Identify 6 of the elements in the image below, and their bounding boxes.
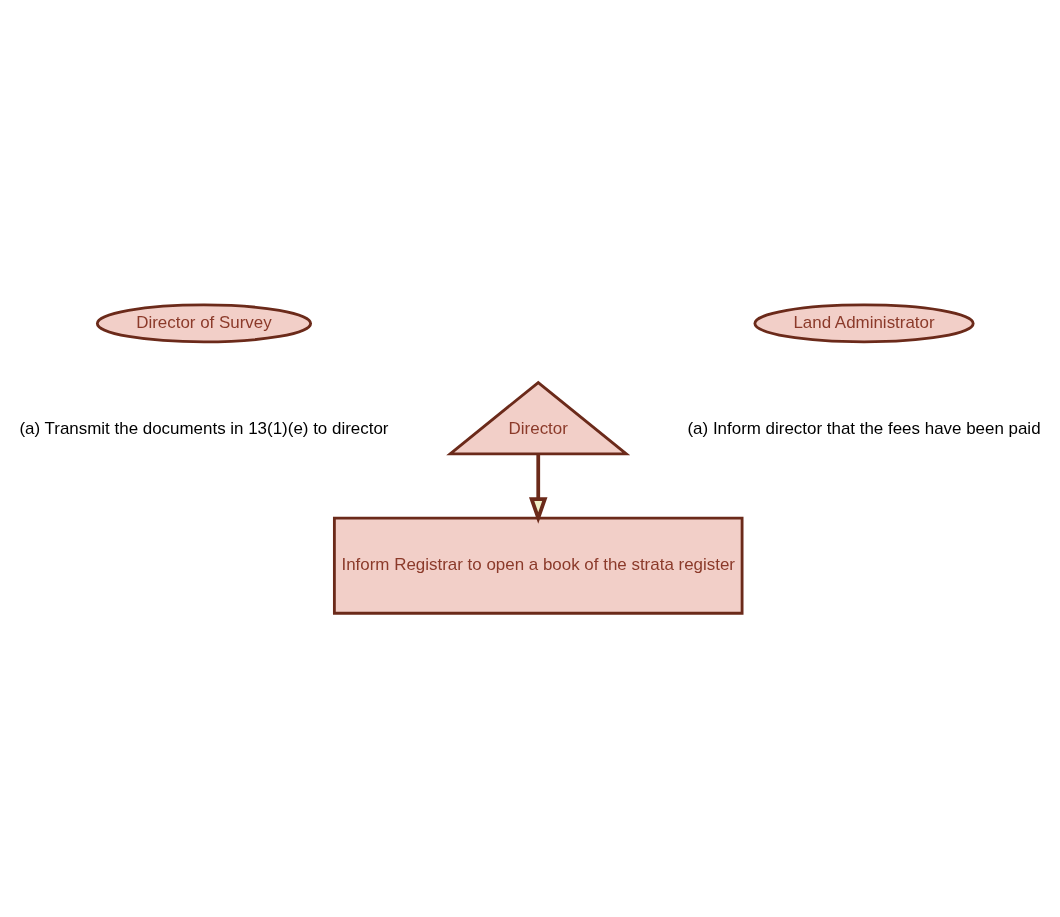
node-ellipse: Director of Survey — [95, 303, 313, 343]
label: (a) Inform director that the fees have been paid — [687, 418, 1041, 438]
node-box: Inform Registrar to open a book of the strata register — [332, 516, 744, 615]
node-ellipse: Land Administrator — [753, 303, 975, 343]
arrow — [529, 453, 548, 524]
label: (a) Transmit the documents in 13(1)(e) to director — [19, 418, 389, 438]
